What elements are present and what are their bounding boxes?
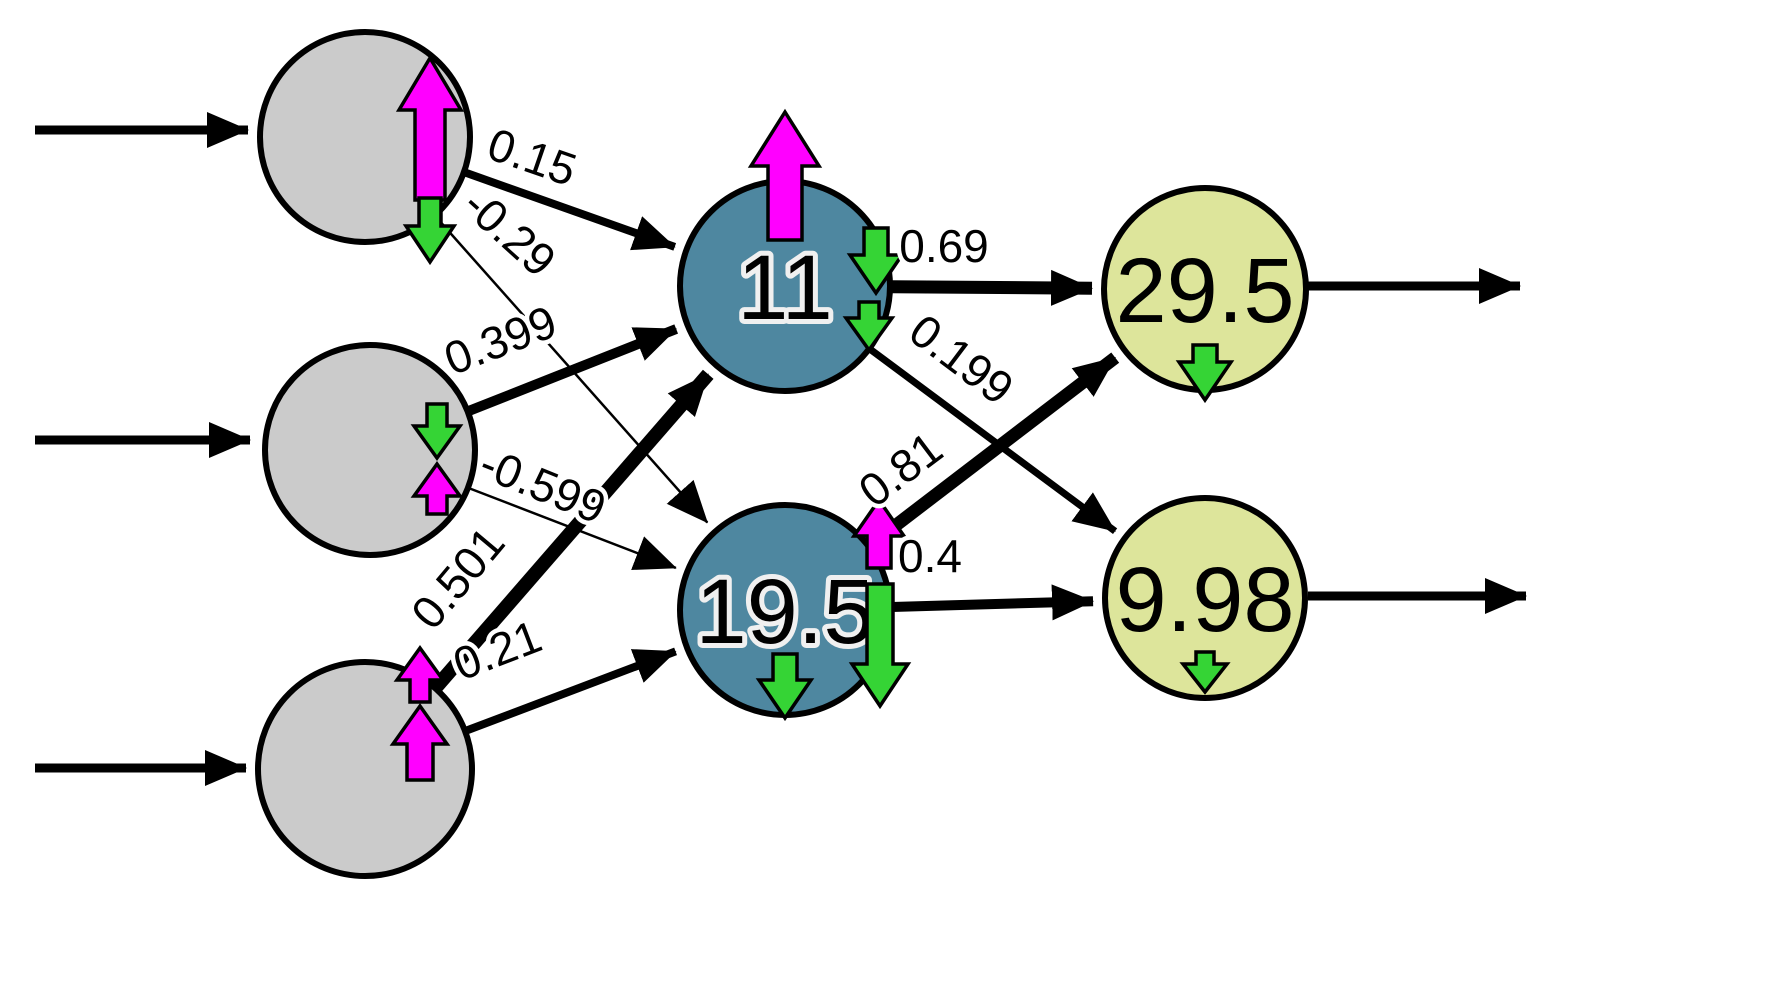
- hidden-2-activation-value: 19.5: [695, 561, 874, 663]
- weight-edge-layer: [431, 169, 1120, 735]
- increase-arrow-hidden-1: [747, 108, 823, 242]
- increase-arrow-input-3: [393, 645, 447, 704]
- weight-label-input-1-to-hidden-2: -0.29: [453, 178, 566, 287]
- decrease-arrow-hidden-2: [848, 582, 912, 710]
- weight-edge-input-3-to-hidden-2: [465, 647, 677, 735]
- output-2-activation-value: 9.98: [1115, 549, 1294, 651]
- weight-edge-hidden-2-to-output-1: [866, 352, 1120, 551]
- decrease-arrow-input-1: [402, 196, 458, 266]
- decrease-arrow-output-2: [1179, 650, 1231, 695]
- weight-edge-input-1-to-hidden-1: [464, 169, 677, 251]
- weight-label-hidden-1-to-output-2: 0.199: [900, 304, 1023, 415]
- weight-edge-hidden-1-to-output-2: [868, 346, 1118, 535]
- decrease-arrow-hidden-1: [846, 226, 906, 297]
- increase-arrow-input-3: [389, 702, 451, 782]
- output-2-neuron: [1102, 495, 1308, 701]
- increase-arrow-input-2: [410, 461, 464, 516]
- hidden-1-activation-value: 11: [737, 237, 833, 339]
- weight-label-hidden-1-to-output-1: 0.69: [899, 220, 989, 272]
- weight-label-input-2-to-hidden-2: -0.599: [473, 437, 613, 534]
- decrease-arrow-hidden-2: [755, 652, 815, 722]
- nudge-arrow-layer: [389, 54, 1235, 782]
- weight-edge-hidden-2-to-output-2: [891, 584, 1095, 621]
- decrease-arrow-input-2: [410, 402, 464, 461]
- weight-edge-input-3-to-hidden-1: [431, 369, 714, 692]
- increase-arrow-hidden-2: [850, 496, 908, 570]
- weight-label-hidden-2-to-output-2: 0.4: [898, 530, 962, 582]
- weight-edge-hidden-1-to-output-1: [891, 269, 1094, 306]
- weight-label-input-3-to-hidden-2: 0.21: [446, 610, 548, 691]
- input-3-neuron: [255, 659, 475, 879]
- output-1-activation-value: 29.5: [1115, 240, 1294, 342]
- decrease-arrow-output-1: [1175, 343, 1235, 404]
- io-arrow-layer: [35, 112, 1527, 786]
- weight-edge-input-2-to-hidden-1: [467, 324, 679, 416]
- input-2-neuron: [262, 342, 478, 558]
- weight-label-input-2-to-hidden-1: 0.399: [437, 295, 563, 385]
- decrease-arrow-hidden-1: [842, 300, 896, 353]
- weight-label-hidden-2-to-output-1: 0.81: [849, 422, 952, 517]
